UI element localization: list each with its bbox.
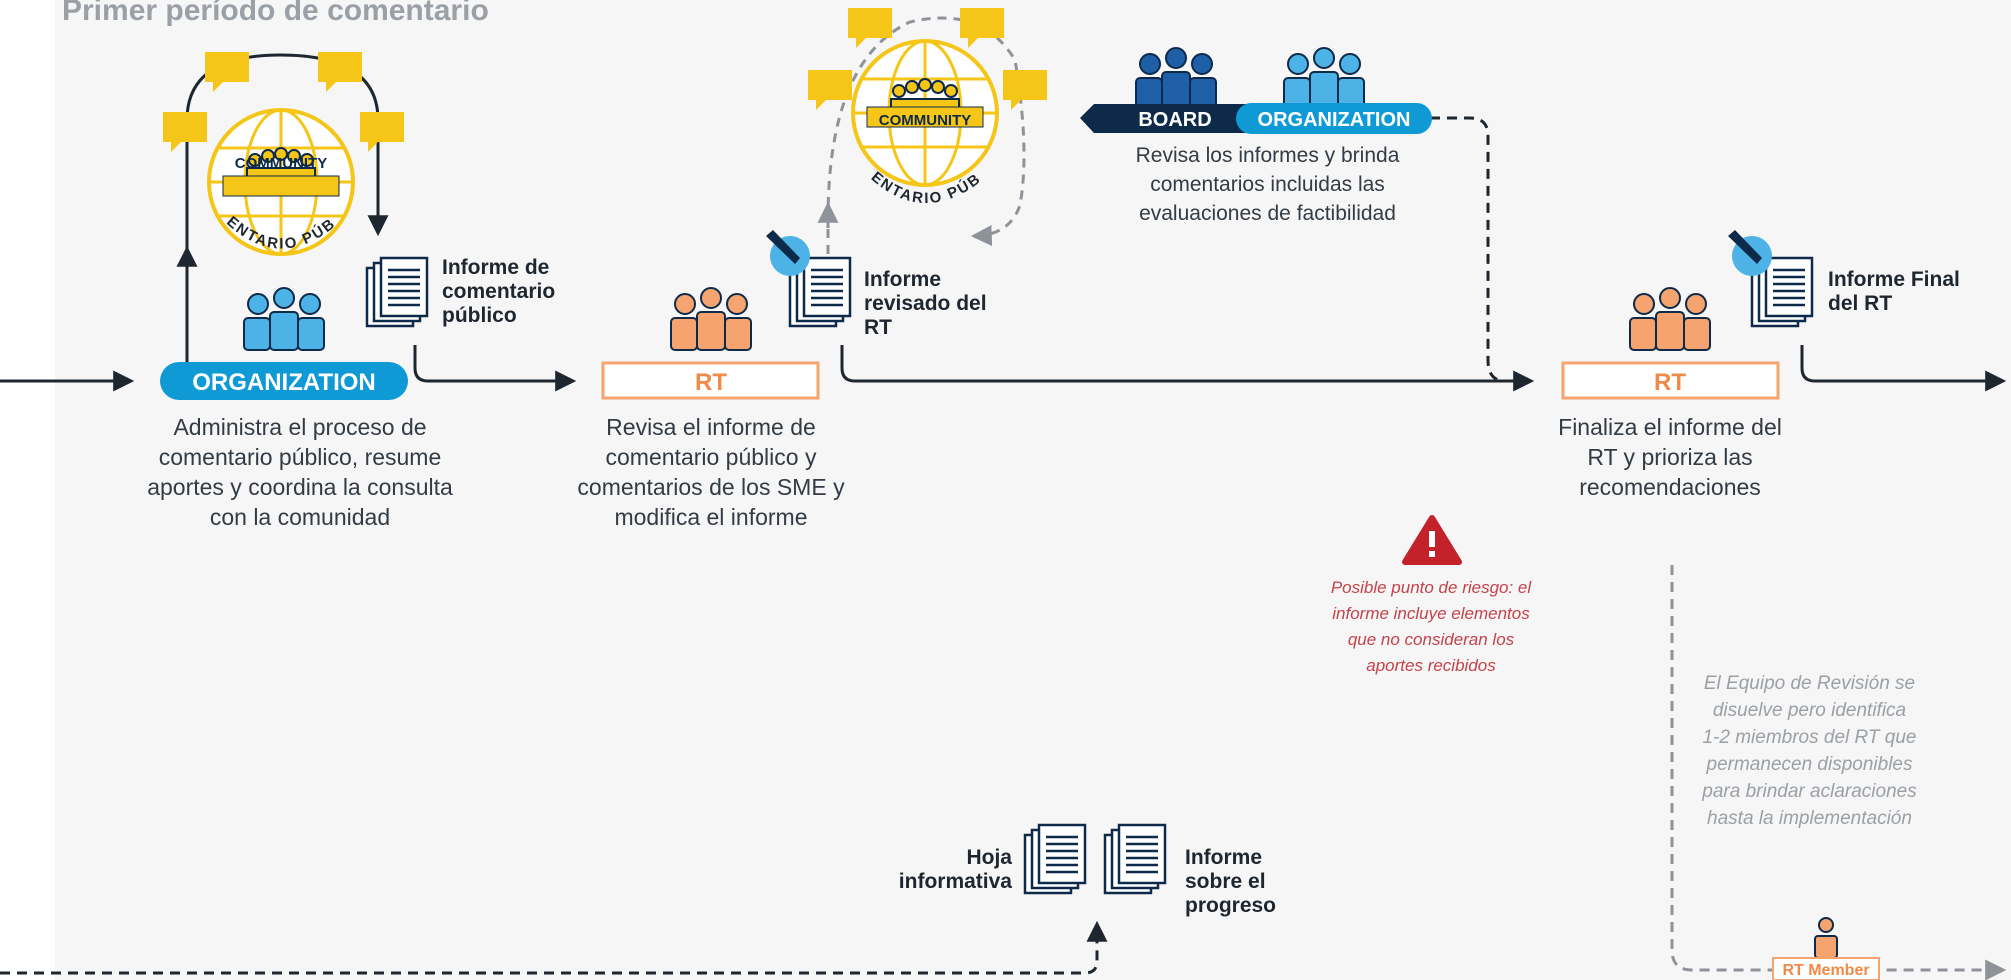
organization-step-description: Administra el proceso de comentario públ… [147, 414, 453, 530]
rt-review-step-description: Revisa el informe de comentario público … [577, 414, 845, 530]
community-badge-2: COMMUNITY [879, 112, 972, 129]
revised-report-label: Informe revisado del RT [864, 268, 987, 339]
flow-output [1800, 345, 2007, 392]
community-badge-1: COMMUNITY [235, 155, 328, 172]
edit-pencil-icon-1 [766, 230, 810, 276]
rt-people-icon-2 [1629, 287, 1711, 351]
organization-badge [160, 362, 408, 400]
rt-final-step-description: Finaliza el informe del RT y prioriza la… [1558, 414, 1782, 500]
public-comment-report-doc-icon [365, 256, 429, 328]
rt-badge-2 [1561, 361, 1780, 400]
board-badge-label: BOARD [1138, 109, 1211, 131]
board-organization-badge-label: ORGANIZATION [1258, 109, 1411, 131]
rt-member-badge [1772, 957, 1880, 980]
organization-badge-label: ORGANIZATION [192, 369, 376, 396]
risk-note: Posible punto de riesgo: el informe incl… [1330, 578, 1532, 675]
rt-badge-1 [601, 361, 820, 400]
rt-badge-label-1: RT [695, 369, 727, 396]
risk-warning-icon [1402, 515, 1462, 565]
progress-report-label: Informe sobre el progreso [1185, 846, 1277, 917]
flow-to-rt [413, 345, 577, 392]
public-comment-report-label: Informe de comentario público [442, 256, 556, 327]
rt-people-icon-1 [670, 287, 752, 351]
public-comment-loop [185, 53, 389, 363]
flow-to-rt-final [840, 345, 1535, 392]
edit-pencil-icon-2 [1728, 230, 1772, 276]
rt-member-person-icon [1814, 917, 1838, 959]
board-organization-badge [1236, 103, 1432, 134]
board-people-icon [1135, 47, 1217, 111]
rt-badge-label-2: RT [1654, 369, 1686, 396]
progress-report-line [0, 920, 1108, 975]
background-panel [55, 0, 2011, 980]
section-title: Primer período de comentario [62, 0, 489, 27]
fact-sheet-label: Hoja informativa [898, 846, 1012, 893]
board-badge [1080, 104, 1255, 133]
fact-sheet-doc-icon [1023, 823, 1087, 895]
final-report-label: Informe Final del RT [1828, 268, 1960, 315]
organization-people-icon [243, 287, 325, 351]
board-org-people-icon [1283, 47, 1365, 111]
rt-member-line [1670, 565, 2007, 980]
rt-dissolve-note: El Equipo de Revisión se disuelve pero i… [1702, 673, 1917, 829]
progress-report-doc-icon [1103, 823, 1167, 895]
rt-member-badge-label: RT Member [1782, 962, 1869, 979]
board-step-description: Revisa los informes y brinda comentarios… [1135, 144, 1400, 225]
